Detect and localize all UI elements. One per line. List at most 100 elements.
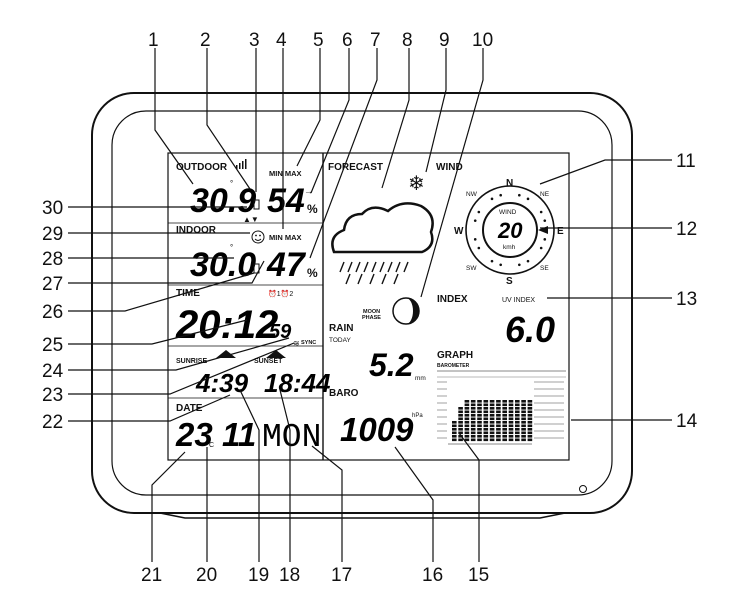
graph-bar-segment (458, 424, 463, 428)
graph-bar-segment (521, 428, 526, 431)
wind-inner-label: WIND (499, 209, 517, 216)
outdoor-humidity: 54 (267, 182, 305, 220)
graph-bar-segment (496, 410, 501, 414)
graph-bar-segment (502, 428, 507, 431)
graph-bar-segment (464, 428, 470, 431)
graph-bar-segment (496, 414, 501, 417)
indoor-humidity: 47 (266, 246, 307, 284)
callout-29: 29 (42, 224, 63, 245)
graph-bar-segment (496, 424, 501, 428)
graph-bar-segment (458, 431, 463, 435)
graph-bar-segment (527, 421, 533, 424)
compass-tick (499, 193, 502, 197)
callout-1: 1 (148, 30, 159, 51)
graph-bar-segment (483, 438, 489, 442)
compass-tick (473, 219, 477, 222)
graph-bar-segment (458, 435, 463, 438)
graph-bar-segment (508, 438, 514, 442)
index-label: INDEX (437, 294, 468, 305)
device-frame (91, 92, 633, 514)
graph-bar-segment (489, 403, 495, 407)
graph-bar-segment (458, 407, 463, 410)
callout-30: 30 (42, 198, 63, 219)
wind-compass: N S W E NE NW SE SW WIND 20 kmh (454, 178, 564, 287)
graph-bar-segment (452, 431, 457, 435)
graph-bar-segment (508, 424, 514, 428)
graph-bar-segment (515, 421, 520, 424)
graph-bar-segment (502, 407, 507, 410)
graph-bar-segment (477, 403, 482, 407)
graph-bar-segment (515, 428, 520, 431)
graph-bar-segment (508, 400, 514, 403)
graph-bar-segment (527, 424, 533, 428)
graph-bar-segment (527, 414, 533, 417)
device-base (159, 512, 566, 519)
graph-bar-segment (464, 407, 470, 410)
callout-15: 15 (468, 565, 489, 586)
graph-bar-segment (502, 400, 507, 403)
graph-bar-segment (496, 403, 501, 407)
indoor-temp: 30.0 (190, 246, 256, 284)
graph-bar-segment (527, 400, 533, 403)
outdoor-humidity-unit: % (307, 202, 318, 216)
graph-bar-segment (464, 435, 470, 438)
compass-tick (518, 193, 521, 197)
graph-bar-segment (477, 431, 482, 435)
graph-bar-segment (527, 417, 533, 421)
graph-bar-segment (483, 431, 489, 435)
device-inner-frame (111, 110, 613, 496)
callout-4: 4 (276, 30, 287, 51)
graph-bar-segment (483, 428, 489, 431)
graph-bar-segment (464, 400, 470, 403)
time-label: TIME (176, 288, 200, 299)
callout-13: 13 (676, 289, 697, 310)
graph-bar-segment (496, 421, 501, 424)
graph-bar-segment (452, 421, 457, 424)
graph-bar-segment (483, 407, 489, 410)
graph-bar-segment (521, 421, 526, 424)
compass-se: SE (540, 265, 549, 272)
graph-bar-segment (477, 414, 482, 417)
rain-label: RAIN (329, 323, 353, 334)
graph-bar-segment (502, 421, 507, 424)
graph-bar-segment (489, 410, 495, 414)
sunrise-icon (216, 350, 236, 358)
graph-bars (452, 400, 533, 442)
baro-value: 1009 (340, 411, 414, 448)
compass-tick (518, 263, 521, 267)
callout-12: 12 (676, 219, 697, 240)
graph-bar-segment (502, 410, 507, 414)
graph-bar-segment (508, 431, 514, 435)
outdoor-battery-icon (253, 199, 260, 210)
rain-unit: mm (415, 375, 426, 382)
graph-bar-segment (483, 414, 489, 417)
graph-bar-segment (470, 417, 476, 421)
graph-bar-segment (489, 435, 495, 438)
callout-26: 26 (42, 302, 63, 323)
graph-bar-segment (477, 438, 482, 442)
baro-unit: hPa (412, 413, 423, 419)
compass-tick (490, 259, 494, 263)
graph-bar-segment (470, 424, 476, 428)
date-day-marker: C (209, 442, 214, 449)
graph-bar-segment (502, 414, 507, 417)
graph-bar-segment (496, 435, 501, 438)
graph-bar-segment (452, 424, 457, 428)
compass-tick (526, 259, 530, 263)
alarm-icons: ⏰1⏰2 (268, 289, 293, 298)
graph-bar-segment (489, 421, 495, 424)
graph-bar-segment (458, 421, 463, 424)
uv-index-label: UV INDEX (502, 297, 535, 304)
graph-bar-segment (521, 424, 526, 428)
humidity-trend-arrow: → (304, 186, 313, 196)
sunset-time: 18:44 (264, 368, 331, 398)
comfort-smiley-icon (251, 230, 265, 244)
graph-bar-segment (477, 407, 482, 410)
graph-bar-segment (502, 435, 507, 438)
wind-direction-arrow (538, 226, 548, 234)
callout-24: 24 (42, 361, 64, 382)
graph-bar-segment (477, 417, 482, 421)
graph-bar-segment (464, 438, 470, 442)
graph-bar-segment (527, 428, 533, 431)
graph-bar-segment (502, 424, 507, 428)
